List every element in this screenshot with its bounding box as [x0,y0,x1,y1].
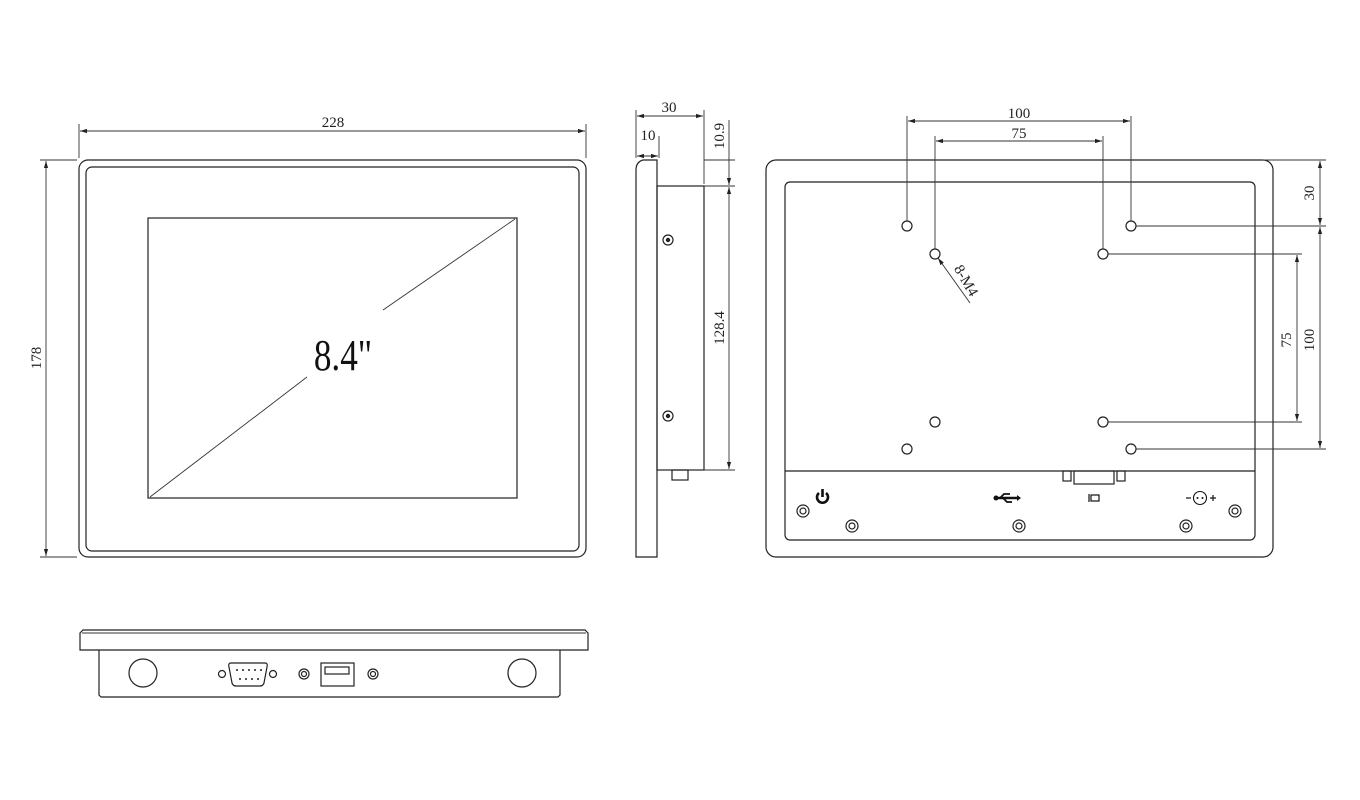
side-bezel [635,159,658,558]
bottom-knockout-left [128,658,158,688]
screen-size-label: 8.4" [314,330,372,380]
usb-icon [993,493,1021,503]
screen-area [147,217,518,499]
vesa-outer-horizontal: 100 [1008,106,1031,122]
vesa-holes [901,220,1137,455]
depth-dimension: 30 [662,100,677,116]
front-view: 8.4" 228 178 [29,115,587,558]
bottom-body [98,650,561,698]
vga-connector [1073,470,1115,485]
vesa-inner-horizontal: 75 [1012,126,1027,142]
back-cover [784,181,1256,541]
width-dimension: 228 [322,115,345,131]
bottom-bezel [79,629,589,651]
back-view: 100 75 30 100 75 8-M4 [765,106,1326,558]
dc-power-icon [1186,490,1216,506]
height-dimension: 178 [29,347,45,370]
side-view: 30 10 10.9 128.4 [635,100,735,558]
vga-icon [1088,494,1100,502]
vesa-top-offset: 30 [1302,186,1318,201]
power-icon [815,489,830,505]
usb-port [320,662,355,687]
top-offset-dimension: 10.9 [712,123,728,149]
vesa-outer-vertical: 100 [1302,329,1318,352]
front-bezel-inner [85,166,580,552]
screen-diagonal-lower [149,376,308,498]
back-panel-screws [796,504,1242,533]
back-outer [765,159,1274,558]
side-connector [671,469,689,481]
side-body [656,185,705,471]
db9-serial-port [217,662,278,687]
front-bezel-outer [78,159,587,558]
bottom-view [79,629,589,698]
bezel-dimension: 10 [641,128,656,144]
body-height-dimension: 128.4 [712,311,728,345]
screen-diagonal-upper [382,218,516,311]
bottom-knockout-right [507,658,537,688]
vesa-inner-vertical: 75 [1279,333,1295,348]
